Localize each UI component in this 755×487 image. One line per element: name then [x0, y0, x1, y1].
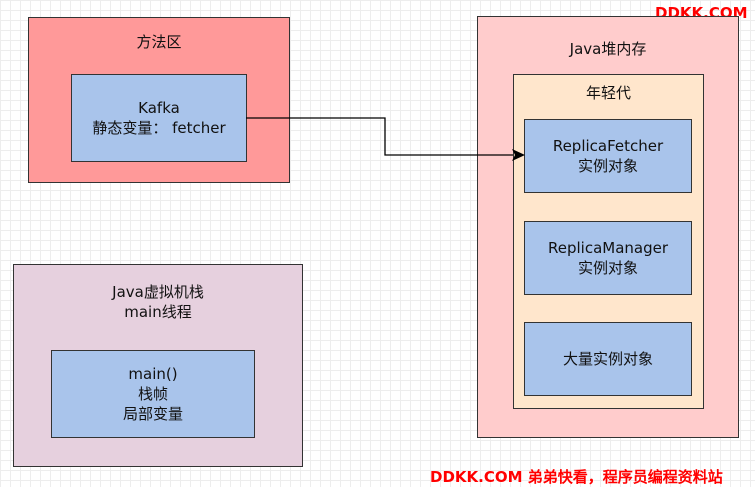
- replica-manager-label: ReplicaManager: [547, 239, 669, 257]
- main-thread-title: main线程: [124, 303, 192, 321]
- watermark-bottom: DDKK.COM 弟弟快看，程序员编程资料站: [430, 468, 723, 486]
- main-method-label: main(): [128, 365, 178, 383]
- kafka-class-name: Kafka: [138, 99, 180, 117]
- young-gen-box: 年轻代 ReplicaFetcher 实例对象 ReplicaManager 实…: [513, 74, 704, 409]
- replica-fetcher-sublabel: 实例对象: [577, 157, 638, 175]
- reference-arrow-line: [246, 117, 513, 156]
- jvm-stack-box: Java虚拟机栈 main线程 main() 栈帧 局部变量: [13, 264, 303, 467]
- many-objects-label: 大量实例对象: [562, 350, 653, 368]
- jvm-stack-title: Java虚拟机栈: [112, 283, 204, 301]
- java-heap-title: Java堆内存: [569, 40, 647, 58]
- local-vars-label: 局部变量: [122, 405, 183, 423]
- young-gen-title: 年轻代: [585, 84, 631, 102]
- java-heap-box: Java堆内存 年轻代 ReplicaFetcher 实例对象 ReplicaM…: [477, 16, 739, 438]
- replica-manager-object: ReplicaManager 实例对象: [524, 221, 692, 295]
- many-objects-box: 大量实例对象: [524, 322, 692, 396]
- arrowhead-icon: [512, 149, 525, 161]
- replica-fetcher-label: ReplicaFetcher: [552, 137, 664, 155]
- replica-manager-sublabel: 实例对象: [577, 259, 638, 277]
- replica-fetcher-object: ReplicaFetcher 实例对象: [524, 119, 692, 193]
- main-stack-frame: main() 栈帧 局部变量: [51, 350, 255, 438]
- method-area-box: 方法区 Kafka 静态变量： fetcher: [28, 17, 290, 183]
- method-area-title: 方法区: [136, 33, 182, 51]
- kafka-static-var: 静态变量： fetcher: [92, 119, 226, 137]
- stack-frame-label: 栈帧: [137, 385, 168, 403]
